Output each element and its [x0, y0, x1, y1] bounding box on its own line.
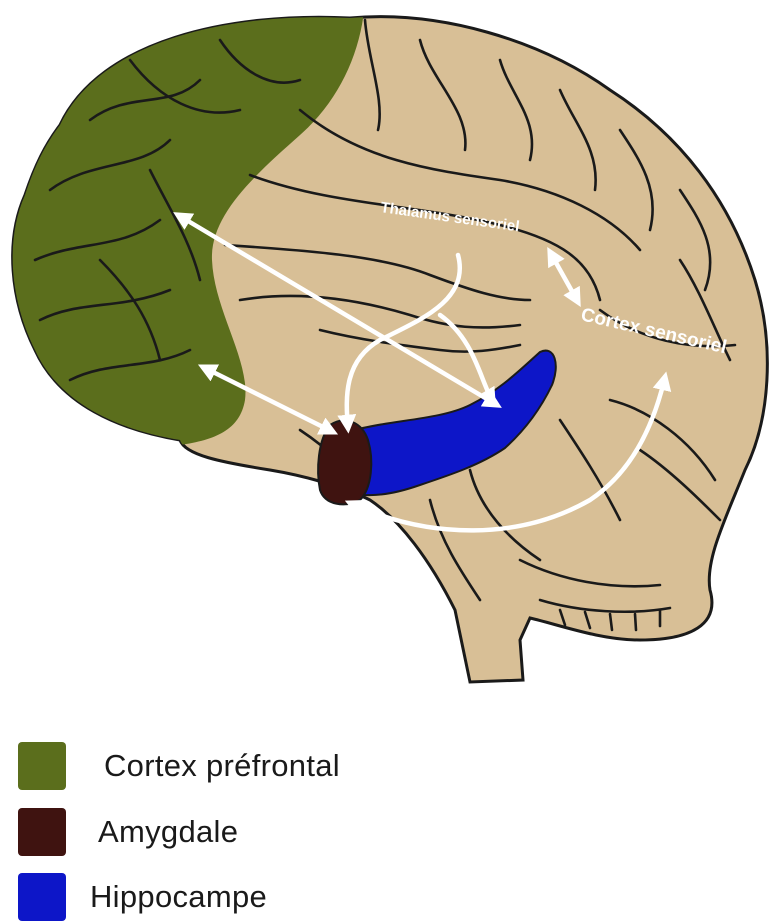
amygdala-region	[318, 420, 371, 504]
